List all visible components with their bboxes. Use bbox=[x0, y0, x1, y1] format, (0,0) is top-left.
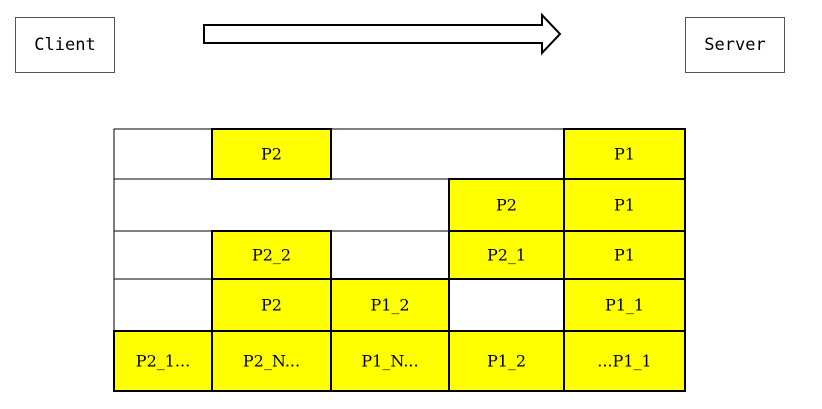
packet-label: P1 bbox=[614, 196, 635, 215]
packet-cell bbox=[330, 278, 450, 332]
packet-label: P1_2 bbox=[370, 296, 409, 315]
packet-label: P2_1 bbox=[487, 246, 526, 265]
packet-label: P2_1... bbox=[136, 352, 190, 371]
client-box: Client bbox=[15, 17, 115, 73]
packet-cell bbox=[211, 128, 332, 180]
packet-cell bbox=[563, 330, 686, 392]
packet-label: P2 bbox=[496, 196, 517, 215]
right-arrow-icon bbox=[203, 12, 562, 56]
packet-label: ...P1_1 bbox=[597, 352, 651, 371]
packet-cell bbox=[448, 330, 565, 392]
packet-cell bbox=[563, 230, 686, 280]
packet-label: P2 bbox=[261, 145, 282, 164]
server-box: Server bbox=[685, 17, 785, 73]
packet-cell bbox=[211, 230, 332, 280]
packet-label: P2_N... bbox=[243, 352, 300, 371]
packet-label: P2_2 bbox=[252, 246, 291, 265]
packet-cell bbox=[113, 330, 213, 392]
packet-label: P1_2 bbox=[487, 352, 526, 371]
server-label: Server bbox=[704, 35, 766, 55]
packet-cell bbox=[330, 330, 450, 392]
packet-label: P2 bbox=[261, 296, 282, 315]
client-label: Client bbox=[34, 35, 96, 55]
packet-cell bbox=[211, 330, 332, 392]
packet-label: P1_N... bbox=[361, 352, 418, 371]
packet-label: P1_1 bbox=[605, 296, 644, 315]
packet-cell bbox=[448, 178, 565, 232]
packet-label: P1 bbox=[614, 246, 635, 265]
packet-label: P1 bbox=[614, 145, 635, 164]
